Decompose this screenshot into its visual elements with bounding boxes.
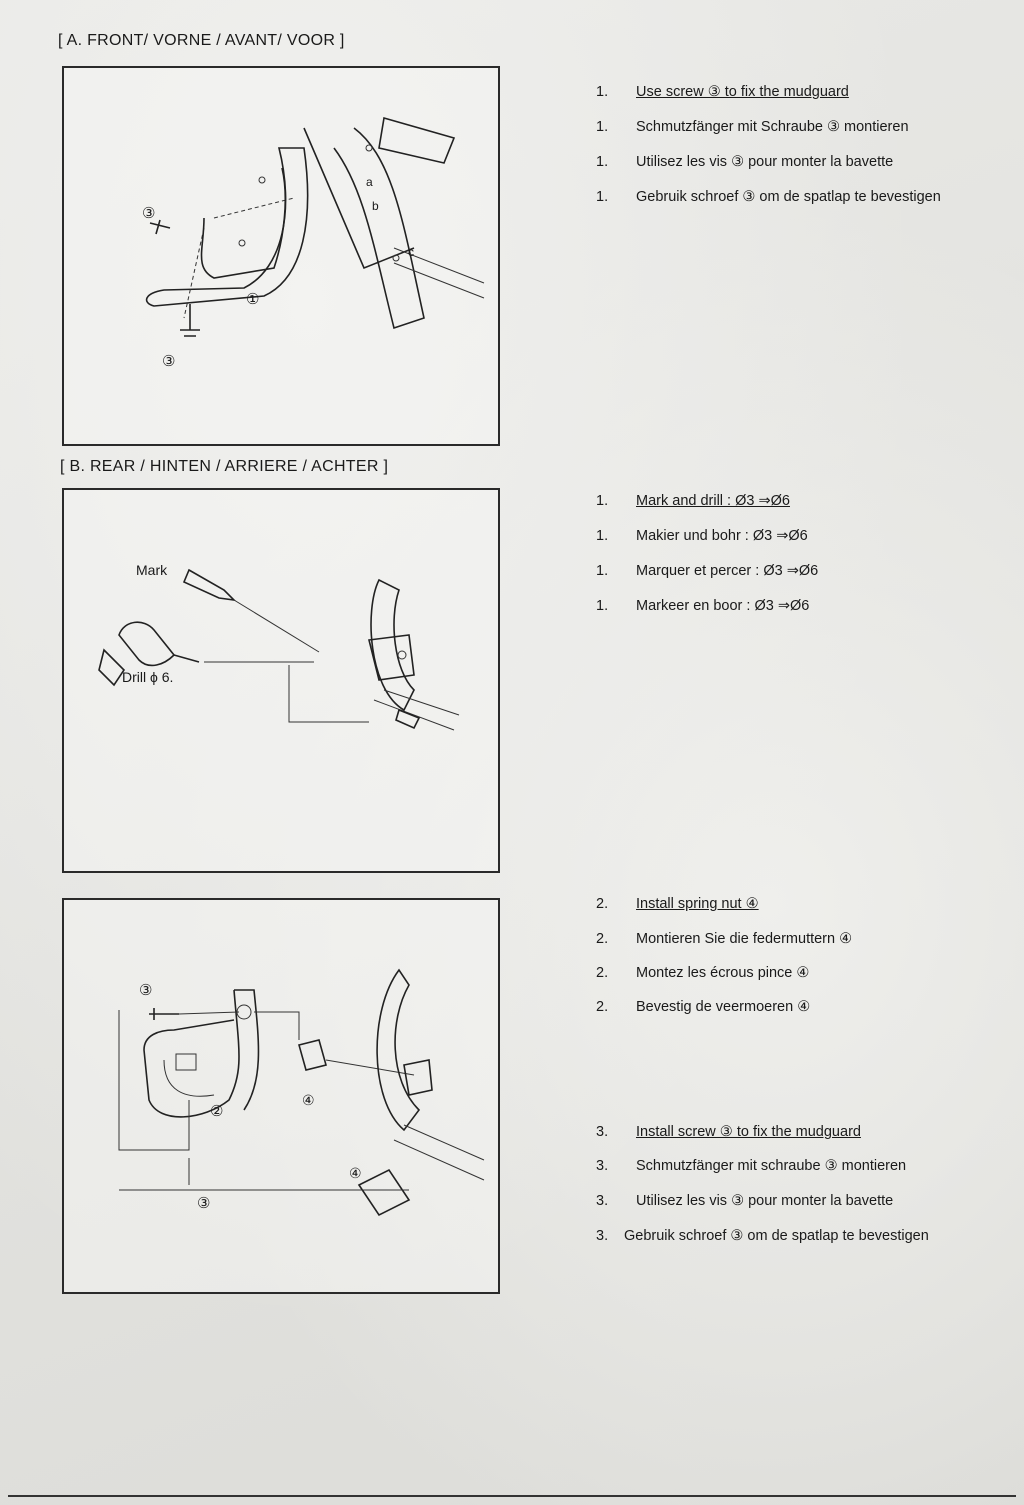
rear-step1-en: 1.Mark and drill : Ø3 ⇒Ø6 (596, 493, 790, 509)
rear-step2-fr: 2.Montez les écrous pince ④ (596, 965, 810, 981)
mudguard-callout: ② (210, 1103, 223, 1120)
screw-top-callout: ③ (139, 982, 152, 999)
page-border (8, 1495, 1016, 1497)
rear-step3-en: 3.Install screw ③ to fix the mudguard (596, 1124, 861, 1140)
rear-install-diagram: ③ ② ④ ④ ③ (62, 898, 500, 1294)
nut-callout: ④ (302, 1092, 315, 1108)
point-c: c (408, 245, 414, 259)
point-b: b (372, 199, 379, 213)
mark-label: Mark (136, 562, 168, 578)
rear-drill-diagram: Mark Drill ϕ 6. (62, 488, 500, 873)
rear-step1-fr: 1.Marquer et percer : Ø3 ⇒Ø6 (596, 563, 819, 579)
rear-step1-de: 1.Makier und bohr : Ø3 ⇒Ø6 (596, 528, 808, 544)
screw-bottom-callout: ③ (197, 1195, 210, 1212)
screw-bottom-callout: ③ (162, 353, 175, 370)
mudguard-callout: ① (246, 291, 259, 308)
front-step-fr: 1.Utilisez les vis ③ pour monter la bave… (596, 154, 894, 170)
front-step-en: 1.Use screw ③ to fix the mudguard (596, 84, 849, 100)
point-a: a (366, 175, 373, 189)
screw-callout: ③ (142, 205, 155, 222)
rear-step3-fr: 3.Utilisez les vis ③ pour monter la bave… (596, 1193, 894, 1209)
section-heading-front: [ A. FRONT/ VORNE / AVANT/ VOOR ] (58, 32, 345, 49)
rear-step3-de: 3.Schmutzfänger mit schraube ③ montieren (596, 1158, 907, 1174)
front-diagram: ③ ① ③ a b c (62, 66, 500, 446)
nut-callout-2: ④ (349, 1165, 362, 1181)
rear-step3-nl: 3.Gebruik schroef ③ om de spatlap te bev… (596, 1228, 929, 1244)
rear-step1-nl: 1.Markeer en boor : Ø3 ⇒Ø6 (596, 598, 810, 614)
front-step-nl: 1.Gebruik schroef ③ om de spatlap te bev… (596, 189, 941, 205)
rear-step2-de: 2.Montieren Sie die federmuttern ④ (596, 931, 853, 947)
rear-step2-nl: 2.Bevestig de veermoeren ④ (596, 999, 811, 1015)
rear-step2-en: 2.Install spring nut ④ (596, 896, 759, 912)
section-heading-rear: [ B. REAR / HINTEN / ARRIERE / ACHTER ] (60, 458, 389, 475)
drill-label: Drill ϕ 6. (122, 669, 173, 685)
front-step-de: 1.Schmutzfänger mit Schraube ③ montieren (596, 119, 909, 135)
